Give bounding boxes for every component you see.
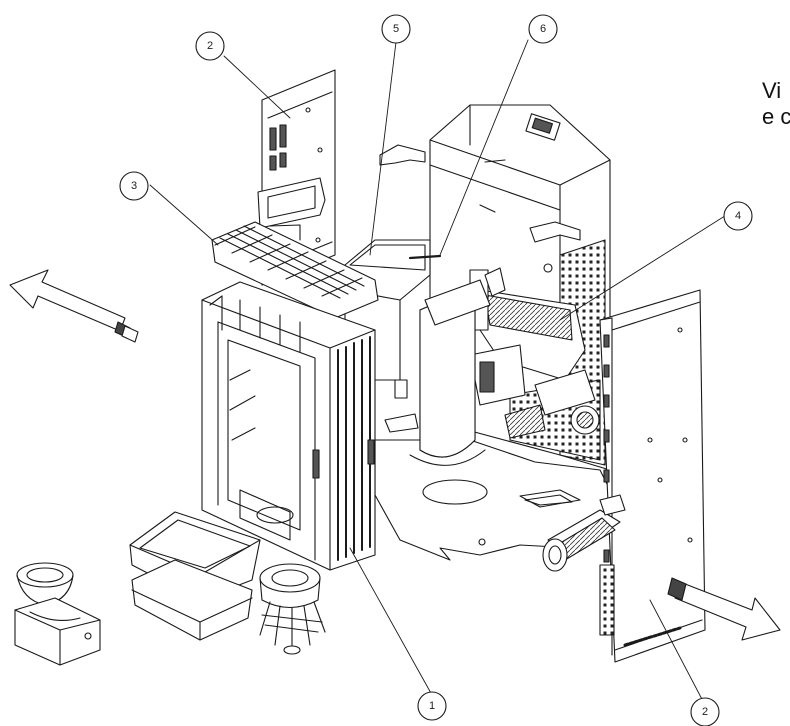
leader-lines (149, 39, 729, 706)
callout-2-bottom: 2 (702, 706, 708, 718)
callout-6-circle (528, 14, 558, 44)
callout-5-circle (381, 14, 411, 44)
cropped-caption-line-2: e c (762, 104, 790, 129)
heat-exchanger-plates (211, 221, 379, 319)
side-panel-left (257, 69, 336, 286)
impeller (259, 563, 326, 655)
callout-labels: 2 5 6 3 4 1 2 (131, 23, 741, 718)
callout-1-circle (417, 691, 447, 721)
callout-2-top: 2 (207, 40, 213, 52)
callout-4: 4 (735, 210, 741, 222)
arrow-right-outline (667, 577, 781, 641)
callout-3: 3 (131, 180, 137, 192)
cropped-caption-line-1: Vi (762, 78, 782, 103)
callout-4-circle (723, 201, 753, 231)
burner-pot (14, 562, 101, 666)
callout-5: 5 (393, 23, 399, 35)
callouts (119, 14, 753, 726)
callout-6: 6 (540, 23, 546, 35)
arrow-left-outline (9, 269, 139, 343)
callout-2-bottom-circle (690, 697, 720, 726)
ash-drawers (129, 511, 261, 641)
auger-motor (542, 494, 626, 572)
side-panel-right (599, 289, 706, 663)
firebox-frame (201, 281, 376, 571)
callout-2-top-circle (195, 31, 225, 61)
callout-3-circle (119, 171, 149, 201)
callout-1: 1 (429, 700, 435, 712)
